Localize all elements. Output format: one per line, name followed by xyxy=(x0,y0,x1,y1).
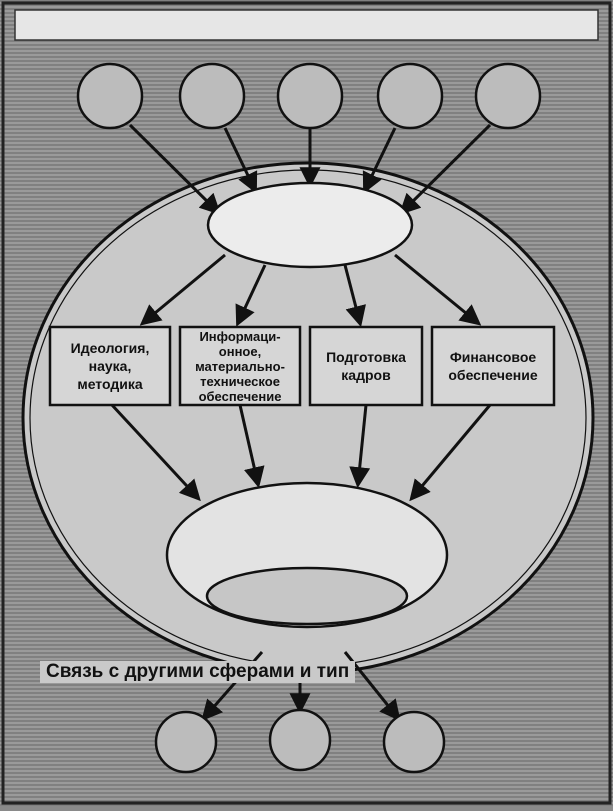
arrow-hub-to-finance xyxy=(394,253,482,326)
node-information-label: Информаци- онное, материально- техническ… xyxy=(195,328,285,404)
top-circle-5 xyxy=(474,62,542,130)
caption-heading: Связь с другими сферами и тип xyxy=(40,661,356,683)
arrow-hub-to-training xyxy=(343,264,366,328)
node-finance-label: Финансовое обеспечение xyxy=(448,349,538,383)
node-information-box xyxy=(178,325,302,407)
top-circle-2 xyxy=(178,62,246,130)
arrow-information-to-base xyxy=(238,404,265,489)
bottom-circle-1 xyxy=(154,710,218,774)
node-ideology-label: Идеология, наука, методика xyxy=(70,340,150,392)
node-training-box xyxy=(308,325,424,407)
arrow-training-to-base xyxy=(349,404,371,489)
bottom-circle-2 xyxy=(268,708,332,772)
node-training-label: Подготовка кадров xyxy=(326,349,406,383)
top-circle-3 xyxy=(276,62,344,130)
arrow-ideology-to-base xyxy=(110,403,201,502)
node-ideology-box xyxy=(48,325,172,407)
base-inner-ellipse xyxy=(205,566,409,626)
arrow-hub-to-ideology xyxy=(139,253,226,326)
arrow-circle2-to-hub xyxy=(223,127,258,194)
top-circle-1 xyxy=(76,62,144,130)
arrow-hub-to-information xyxy=(235,264,267,327)
top-bar xyxy=(14,9,599,41)
bottom-circle-3 xyxy=(382,710,446,774)
arrow-circle1-to-hub xyxy=(128,123,221,215)
node-finance-box xyxy=(430,325,556,407)
top-circle-4 xyxy=(376,62,444,130)
arrow-finance-to-base xyxy=(409,404,492,502)
arrow-circle4-to-hub xyxy=(362,127,397,194)
hub-ellipse xyxy=(206,181,414,269)
arrow-circle5-to-hub xyxy=(399,123,492,215)
